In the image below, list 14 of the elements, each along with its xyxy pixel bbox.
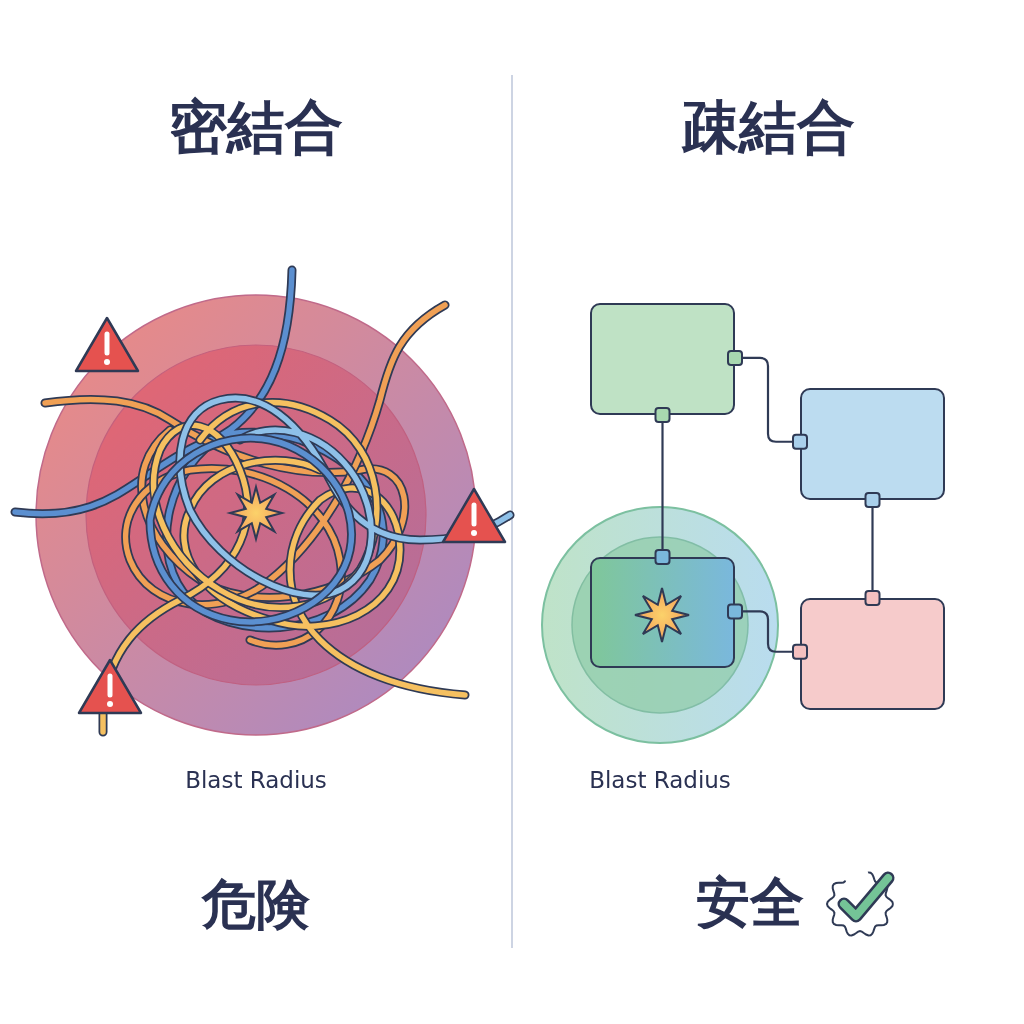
heading: 密結合 bbox=[169, 92, 343, 163]
connector bbox=[864, 492, 881, 606]
component-box bbox=[590, 303, 735, 415]
caption: Blast Radius bbox=[589, 767, 731, 793]
caption: Blast Radius bbox=[185, 767, 327, 793]
verdict-label: 危険 bbox=[202, 871, 310, 938]
component-box bbox=[590, 557, 735, 668]
connector bbox=[727, 603, 808, 660]
verdict-label: 安全 bbox=[696, 869, 804, 936]
component-box bbox=[800, 598, 945, 710]
connector bbox=[727, 349, 808, 450]
connector bbox=[654, 407, 671, 565]
component-box bbox=[800, 388, 945, 500]
heading: 疎結合 bbox=[681, 92, 855, 163]
